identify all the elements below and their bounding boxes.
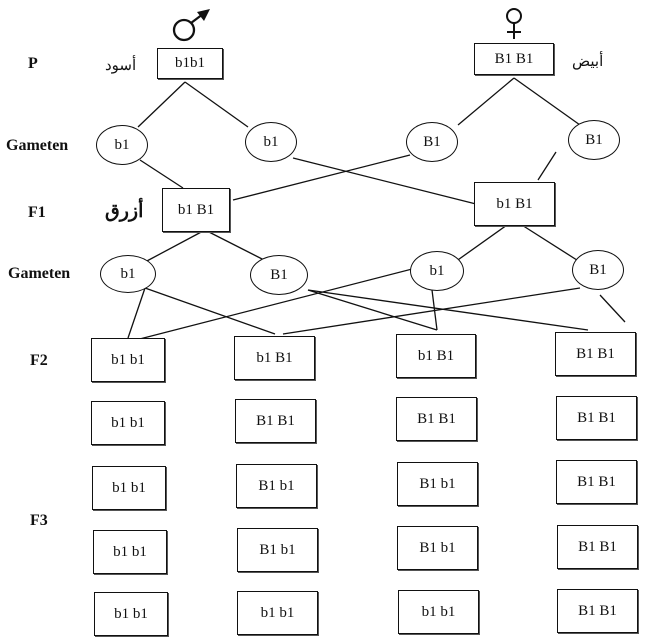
gamete-2-4: B1 xyxy=(572,250,624,290)
f3-box-r3-c4: B1 B1 xyxy=(557,525,638,569)
gamete-1-1: b1 xyxy=(96,125,148,165)
f3-box-r1-c1: b1 b1 xyxy=(91,401,165,445)
f2-box-2: b1 B1 xyxy=(234,336,315,380)
f3-box-r4-c2: b1 b1 xyxy=(237,591,318,635)
male-symbol-icon xyxy=(172,9,210,42)
parent-female-box: B1 B1 xyxy=(474,43,554,75)
f1-box-right: b1 B1 xyxy=(474,182,555,226)
f3-box-r3-c1: b1 b1 xyxy=(93,530,167,574)
gamete-2-3: b1 xyxy=(410,251,464,291)
label-gameten-2: Gameten xyxy=(8,265,71,282)
gamete-2-2: B1 xyxy=(250,255,308,295)
gamete-1-4: B1 xyxy=(568,120,620,160)
f2-box-4: B1 B1 xyxy=(555,332,636,376)
f2-box-1: b1 b1 xyxy=(91,338,165,382)
label-f1: F1 xyxy=(28,204,46,221)
f2-box-3: b1 B1 xyxy=(396,334,476,378)
f3-box-r2-c4: B1 B1 xyxy=(556,460,637,504)
f3-box-r4-c4: B1 B1 xyxy=(557,589,638,633)
f3-box-r2-c1: b1 b1 xyxy=(92,466,166,510)
label-blue: أزرق xyxy=(105,201,144,222)
f3-box-r3-c2: B1 b1 xyxy=(237,528,318,572)
label-black: أسود xyxy=(105,58,137,74)
f3-box-r4-c1: b1 b1 xyxy=(94,592,168,636)
f3-box-r1-c2: B1 B1 xyxy=(235,399,316,443)
gamete-2-1: b1 xyxy=(100,255,156,293)
label-f2: F2 xyxy=(30,352,48,369)
gamete-1-2: b1 xyxy=(245,122,297,162)
parent-male-box: b1b1 xyxy=(157,48,223,79)
female-symbol-icon xyxy=(506,8,522,39)
f3-box-r1-c3: B1 B1 xyxy=(396,397,477,441)
f1-box-left: b1 B1 xyxy=(162,188,230,232)
f3-box-r1-c4: B1 B1 xyxy=(556,396,637,440)
label-f3: F3 xyxy=(30,512,48,529)
label-p: P xyxy=(28,55,38,72)
f3-box-r2-c3: B1 b1 xyxy=(397,462,478,506)
f3-box-r2-c2: B1 b1 xyxy=(236,464,317,508)
gamete-1-3: B1 xyxy=(406,122,458,162)
label-gameten-1: Gameten xyxy=(6,137,69,154)
f3-box-r3-c3: B1 b1 xyxy=(397,526,478,570)
f3-box-r4-c3: b1 b1 xyxy=(398,590,479,634)
label-white: أبيض xyxy=(572,54,604,70)
